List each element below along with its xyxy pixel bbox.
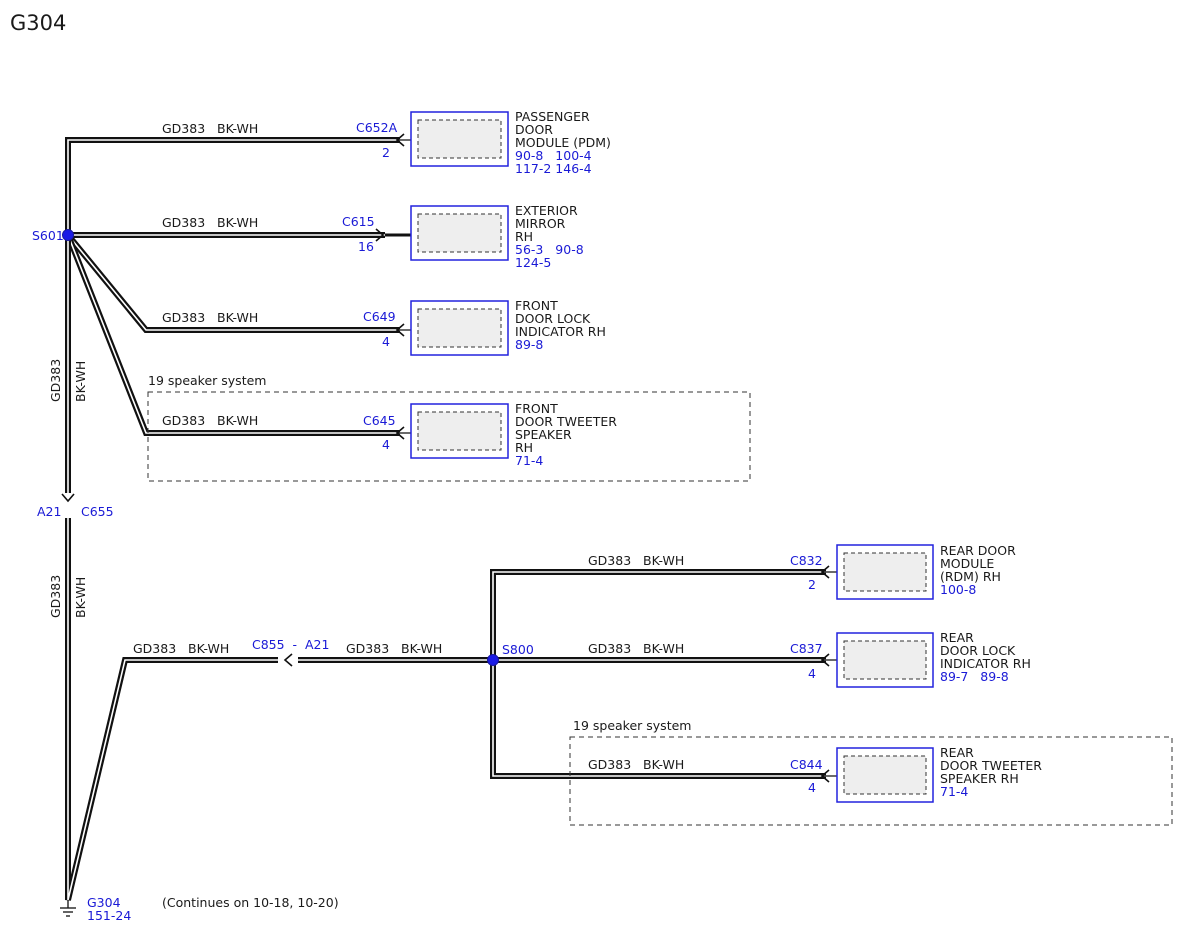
connector-id: C649: [363, 309, 396, 324]
connector-id: C615: [342, 214, 375, 229]
component-name-line: EXTERIOR: [515, 203, 578, 218]
wire-color-label: BK-WH: [73, 577, 88, 618]
wire-circuit-label: GD383: [48, 359, 63, 402]
component-rear-door-module-rh: C832 2 REAR DOOR MODULE (RDM) RH 100-8: [790, 543, 1016, 600]
component-front-door-lock-indicator-rh: C649 4 FRONT DOOR LOCK INDICATOR RH 89-8: [363, 298, 606, 356]
wire-circuit-label: GD383: [162, 310, 205, 325]
wire-color-label: BK-WH: [217, 215, 258, 230]
wire-front-tweeter: [65, 233, 400, 436]
component-name-line: REAR: [940, 745, 974, 760]
wire-circuit-label: GD383: [588, 553, 631, 568]
component-name-line: MODULE (PDM): [515, 135, 611, 150]
component-name-line: MODULE: [940, 556, 994, 571]
component-name-line: FRONT: [515, 401, 558, 416]
component-name-line: INDICATOR RH: [940, 656, 1031, 671]
ground-ref: 151-24: [87, 908, 131, 923]
option-label-rear: 19 speaker system: [573, 718, 691, 733]
component-name-line: SPEAKER RH: [940, 771, 1019, 786]
page-ref: 71-4: [515, 453, 543, 468]
component-name-line: (RDM) RH: [940, 569, 1001, 584]
component-name-line: DOOR TWEETER: [515, 414, 617, 429]
pin-number: 4: [808, 666, 816, 681]
page-ref: 124-5: [515, 255, 551, 270]
wire-color-label: BK-WH: [217, 121, 258, 136]
wire-c655-ground: [65, 518, 278, 901]
wire-color-label: BK-WH: [401, 641, 442, 656]
component-name-line: MIRROR: [515, 216, 566, 231]
page-ref: 89-8: [515, 337, 543, 352]
wire-circuit-label: GD383: [48, 575, 63, 618]
wire-circuit-label: GD383: [162, 215, 205, 230]
component-passenger-door-module: C652A 2 PASSENGER DOOR MODULE (PDM) 90-8…: [356, 109, 611, 176]
component-rear-door-lock-indicator-rh: C837 4 REAR DOOR LOCK INDICATOR RH 89-7 …: [790, 630, 1031, 688]
wire-color-label: BK-WH: [643, 553, 684, 568]
wire-labels: GD383 BK-WH GD383 BK-WH GD383 BK-WH GD38…: [48, 121, 684, 772]
wire-circuit-label: GD383: [588, 757, 631, 772]
component-name-line: SPEAKER: [515, 427, 572, 442]
component-rear-door-tweeter-speaker-rh: C844 4 REAR DOOR TWEETER SPEAKER RH 71-4: [790, 745, 1042, 803]
pin-number: 2: [808, 577, 816, 592]
option-frame-front: [147, 391, 751, 482]
inline-label-a21: A21: [37, 504, 61, 519]
wire-color-label: BK-WH: [643, 757, 684, 772]
pin-number: 4: [382, 334, 390, 349]
wire-color-label: BK-WH: [217, 310, 258, 325]
wire-circuit-label: GD383: [162, 413, 205, 428]
component-exterior-mirror-rh: C615 16 EXTERIOR MIRROR RH 56-3 90-8 124…: [342, 203, 584, 270]
component-name-line: DOOR: [515, 122, 553, 137]
splice-label-s601: S601: [32, 228, 64, 243]
page-title: G304: [10, 11, 66, 35]
component-name-line: REAR: [940, 630, 974, 645]
pin-number: 4: [808, 780, 816, 795]
page-ref: 100-8: [940, 582, 976, 597]
splice-label-s800: S800: [502, 642, 534, 657]
pin-number: 4: [382, 437, 390, 452]
page-ref: 71-4: [940, 784, 968, 799]
splice-s601: [62, 229, 74, 241]
wire-circuit-label: GD383: [133, 641, 176, 656]
wire-color-label: BK-WH: [73, 361, 88, 402]
wires: [65, 137, 826, 901]
ground-name: G304: [87, 895, 121, 910]
inline-label-c855: C855 - A21: [252, 637, 329, 652]
connector-id: C837: [790, 641, 823, 656]
component-name-line: DOOR TWEETER: [940, 758, 1042, 773]
component-name-line: DOOR LOCK: [940, 643, 1016, 658]
wire-circuit-label: GD383: [162, 121, 205, 136]
wire-color-label: BK-WH: [217, 413, 258, 428]
page-ref: 56-3 90-8: [515, 242, 584, 257]
wire-circuit-label: GD383: [346, 641, 389, 656]
connector-id: C645: [363, 413, 396, 428]
pin-number: 2: [382, 145, 390, 160]
page-ref: 117-2 146-4: [515, 161, 592, 176]
component-name-line: REAR DOOR: [940, 543, 1016, 558]
continuation-note: (Continues on 10-18, 10-20): [162, 895, 339, 910]
component-front-door-tweeter-speaker-rh: C645 4 FRONT DOOR TWEETER SPEAKER RH 71-…: [363, 401, 617, 468]
component-name-line: FRONT: [515, 298, 558, 313]
splice-s800: [487, 654, 499, 666]
option-frame-rear: [569, 736, 1173, 826]
component-name-line: RH: [515, 229, 533, 244]
inline-label-c655: C655: [81, 504, 114, 519]
pin-number: 16: [358, 239, 374, 254]
component-name-line: PASSENGER: [515, 109, 590, 124]
connector-id: C652A: [356, 120, 398, 135]
wire-color-label: BK-WH: [643, 641, 684, 656]
ground-icon: [60, 900, 76, 917]
wire-circuit-label: GD383: [588, 641, 631, 656]
option-label-front: 19 speaker system: [148, 373, 266, 388]
connector-id: C844: [790, 757, 823, 772]
connector-id: C832: [790, 553, 823, 568]
page-ref: 90-8 100-4: [515, 148, 592, 163]
component-name-line: DOOR LOCK: [515, 311, 591, 326]
page-ref: 89-7 89-8: [940, 669, 1009, 684]
wire-color-label: BK-WH: [188, 641, 229, 656]
component-name-line: INDICATOR RH: [515, 324, 606, 339]
component-name-line: RH: [515, 440, 533, 455]
